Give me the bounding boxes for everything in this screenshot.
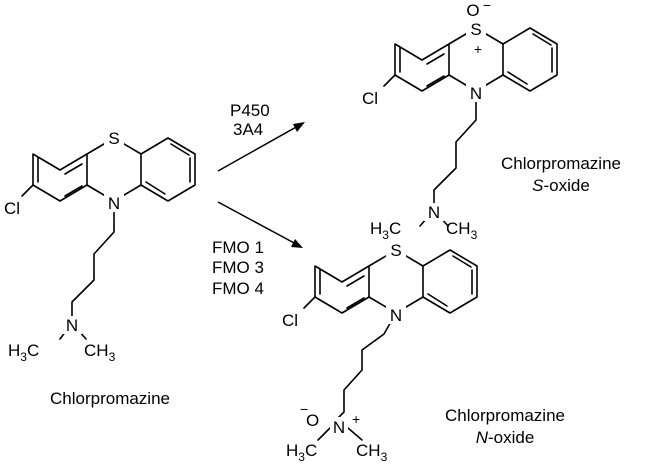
n-oxide-suffix: N-oxide bbox=[476, 428, 535, 447]
dimethylamino-nitrogen: N bbox=[66, 316, 78, 335]
enzyme-label-fmo3: FMO 3 bbox=[212, 258, 264, 277]
sulfur-plus-charge: + bbox=[474, 41, 482, 57]
n-oxide-ring-nitrogen: N bbox=[390, 306, 402, 325]
n-oxide-left-ring bbox=[314, 265, 370, 314]
s-oxide-ring-nitrogen: N bbox=[470, 84, 482, 103]
n-oxide-right-ring bbox=[422, 249, 478, 314]
sulfur-atom: S bbox=[108, 129, 119, 148]
sulfoxide-oxygen: O bbox=[466, 1, 479, 20]
n-oxide-nitrogen: N bbox=[333, 418, 345, 437]
left-benzene-ring bbox=[32, 153, 88, 202]
right-methyl-label: CH3 bbox=[84, 341, 116, 364]
n-oxide-sulfur: S bbox=[390, 241, 401, 260]
chlorpromazine-structure: S N Cl N H3C CH3 bbox=[0, 128, 196, 364]
n-oxide-right-methyl: CH3 bbox=[356, 441, 388, 464]
chlorine-atom: Cl bbox=[4, 199, 20, 218]
substrate-label: Chlorpromazine bbox=[50, 389, 170, 408]
n-oxide-structure: S N Cl − O N + H3C CH3 bbox=[278, 240, 478, 464]
fmo-arrow bbox=[217, 201, 303, 248]
enzyme-label-fmo1: FMO 1 bbox=[212, 238, 264, 257]
s-oxide-structure: O − S + N Cl N H3C CH3 bbox=[358, 0, 558, 242]
left-methyl-label: H3C bbox=[8, 341, 39, 364]
enzyme-label-fmo4: FMO 4 bbox=[212, 279, 264, 298]
oxygen-minus-charge: − bbox=[483, 0, 491, 13]
nitrogen-atom: N bbox=[108, 194, 120, 213]
s-oxide-right-ring bbox=[502, 27, 558, 92]
s-oxide-name: Chlorpromazine bbox=[501, 154, 621, 173]
n-oxide-name: Chlorpromazine bbox=[445, 406, 565, 425]
right-benzene-ring bbox=[140, 137, 196, 202]
enzyme-label-3a4: 3A4 bbox=[233, 120, 263, 139]
n-oxide-minus-charge: − bbox=[300, 401, 308, 417]
s-oxide-chlorine: Cl bbox=[362, 89, 378, 108]
nitrogen-plus-charge: + bbox=[352, 411, 360, 427]
s-oxide-left-methyl: H3C bbox=[370, 219, 401, 242]
enzyme-label-p450: P450 bbox=[230, 101, 270, 120]
s-oxide-right-methyl: CH3 bbox=[446, 219, 478, 242]
n-oxide-left-methyl: H3C bbox=[286, 441, 317, 464]
cyp-arrow bbox=[217, 122, 305, 172]
n-oxide-oxygen: O bbox=[306, 411, 319, 430]
n-oxide-chain bbox=[333, 312, 397, 423]
n-oxide-chlorine: Cl bbox=[282, 311, 298, 330]
s-oxide-left-ring bbox=[394, 43, 450, 92]
s-oxide-suffix: S-oxide bbox=[532, 176, 590, 195]
sulfoxide-sulfur: S bbox=[470, 20, 481, 39]
s-oxide-amine-nitrogen: N bbox=[428, 203, 440, 222]
